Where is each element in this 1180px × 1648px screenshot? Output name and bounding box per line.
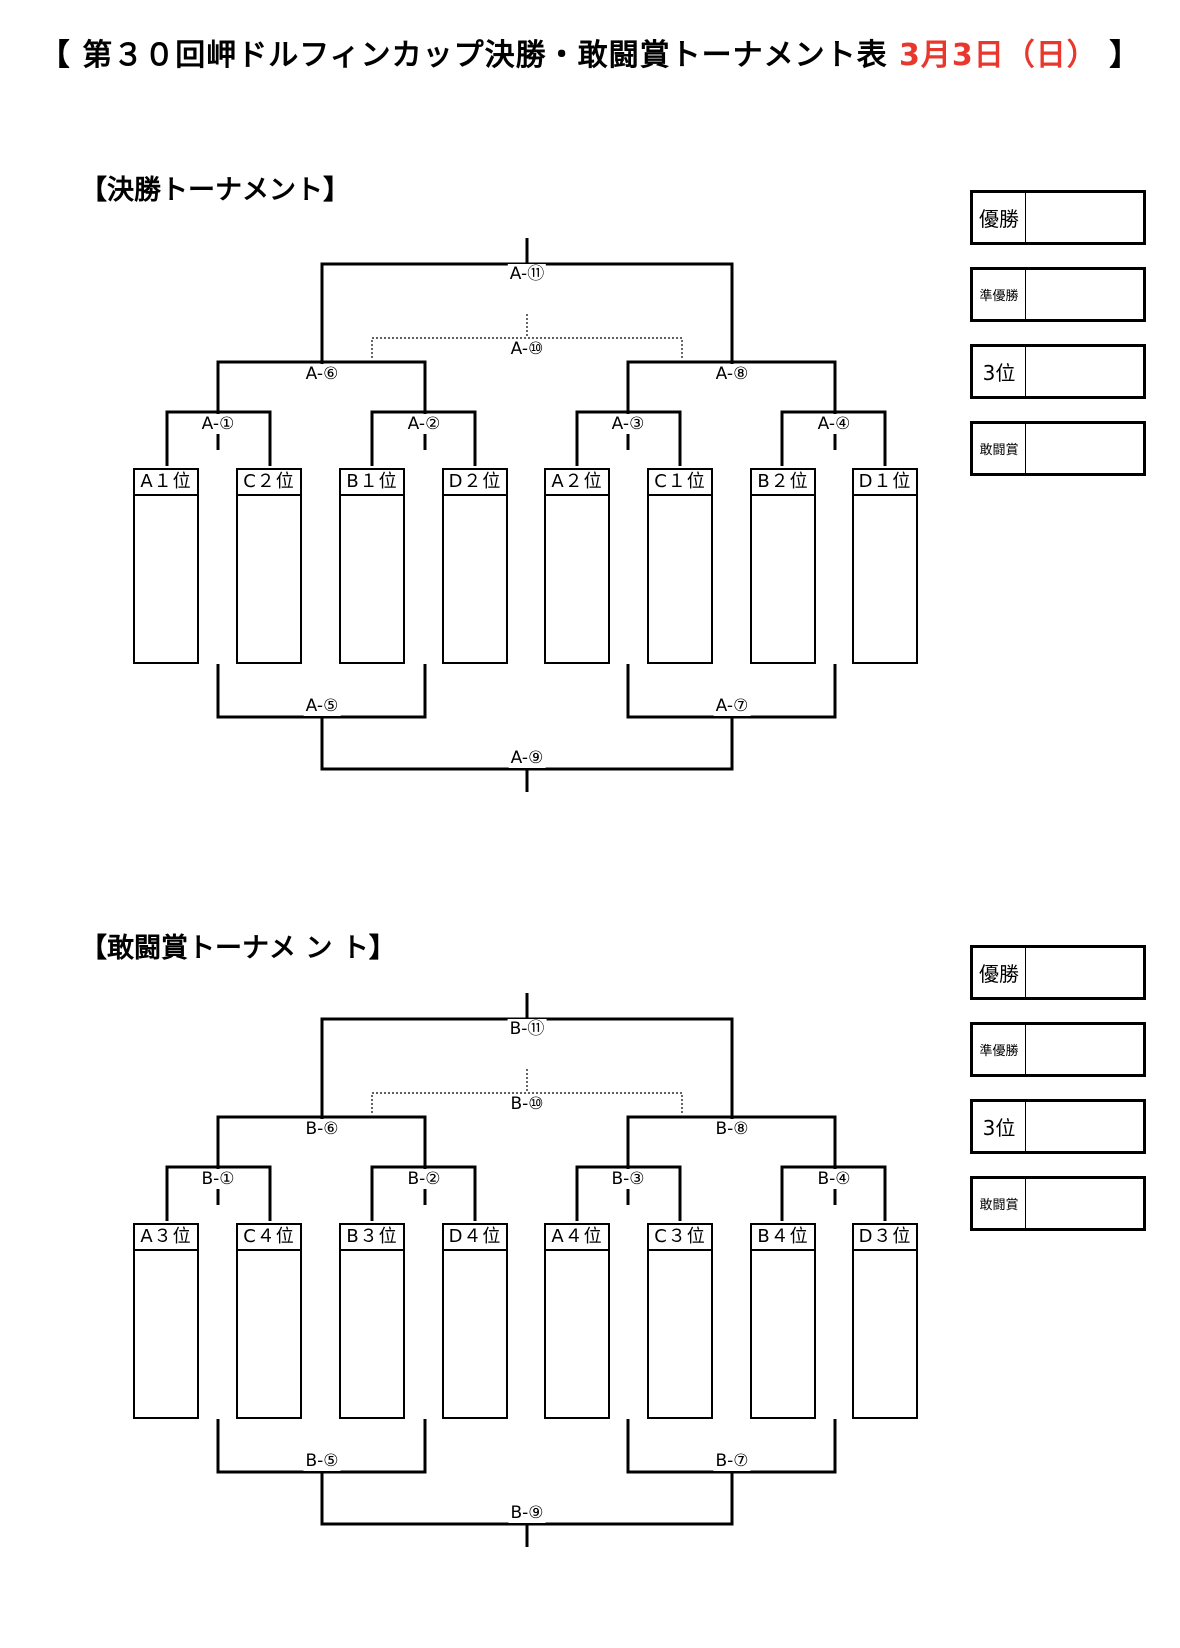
team-box: D２位 [442,468,508,664]
team-seed-label: B３位 [341,1225,403,1251]
team-seed-label: A４位 [546,1225,608,1251]
team-seed-label: D４位 [444,1225,506,1251]
result-label: 敢闘賞 [973,1179,1026,1228]
team-seed-label: C１位 [649,470,711,496]
fighting-bracket: B-⑪ B-⑩ B-⑥ B-⑧ B-① B-② B-③ B-④ B-⑤ B-⑦ … [0,987,960,1547]
page-title: 【 第３０回岬ドルフィンカップ決勝・敢闘賞トーナメント表 3月3日（日） 】 [0,30,1180,74]
title-main: 【 第３０回岬ドルフィンカップ決勝・敢闘賞トーナメント表 [39,38,900,73]
match-label-m8: A-⑧ [713,364,751,384]
team-box: D１位 [852,468,918,664]
fighting-result-champion[interactable]: 優勝 [970,945,1146,1000]
result-label: 準優勝 [973,1025,1026,1074]
match-label-m3: A-③ [609,414,647,434]
team-box: C３位 [647,1223,713,1419]
match-label-m2: A-② [405,414,443,434]
team-box: A４位 [544,1223,610,1419]
match-label-m6: B-⑥ [303,1119,341,1139]
match-label-m4: A-④ [815,414,853,434]
match-label-m8: B-⑧ [713,1119,751,1139]
team-box: C４位 [236,1223,302,1419]
team-box: A２位 [544,468,610,664]
team-seed-label: C３位 [649,1225,711,1251]
team-seed-label: C２位 [238,470,300,496]
team-seed-label: A３位 [135,1225,197,1251]
match-label-m2: B-② [405,1169,443,1189]
final-section-title: 【決勝トーナメント】 [80,175,350,206]
team-box: A３位 [133,1223,199,1419]
final-result-champion[interactable]: 優勝 [970,190,1146,245]
result-label: 敢闘賞 [973,424,1026,473]
team-box: B４位 [750,1223,816,1419]
fighting-result-third[interactable]: 3位 [970,1099,1146,1154]
title-end: 】 [1097,38,1141,73]
team-box: B３位 [339,1223,405,1419]
fighting-bracket-lines [165,993,887,1547]
team-box: A１位 [133,468,199,664]
match-label-m11: B-⑪ [507,1019,547,1039]
result-label: 準優勝 [973,270,1026,319]
fighting-result-runner-up[interactable]: 準優勝 [970,1022,1146,1077]
match-label-m4: B-④ [815,1169,853,1189]
team-seed-label: D３位 [854,1225,916,1251]
team-seed-label: A１位 [135,470,197,496]
team-box: D３位 [852,1223,918,1419]
final-result-fighting-spirit[interactable]: 敢闘賞 [970,421,1146,476]
final-bracket: A-⑪ A-⑩ A-⑥ A-⑧ A-① A-② A-③ A-④ A-⑤ A-⑦ … [0,232,960,792]
match-label-m7: B-⑦ [713,1451,751,1471]
result-label: 3位 [973,347,1026,396]
final-result-third[interactable]: 3位 [970,344,1146,399]
team-seed-label: A２位 [546,470,608,496]
team-seed-label: D１位 [854,470,916,496]
title-date: 3月3日（日） [899,38,1098,73]
fighting-result-fighting-spirit[interactable]: 敢闘賞 [970,1176,1146,1231]
team-seed-label: D２位 [444,470,506,496]
match-label-m7: A-⑦ [713,696,751,716]
result-label: 3位 [973,1102,1026,1151]
match-label-m5: B-⑤ [303,1451,341,1471]
match-label-m1: A-① [199,414,237,434]
fighting-section-title: 【敢闘賞トーナメ ン ト】 [80,933,396,964]
team-box: B１位 [339,468,405,664]
team-seed-label: B１位 [341,470,403,496]
team-box: C１位 [647,468,713,664]
match-label-m6: A-⑥ [303,364,341,384]
match-label-m9: A-⑨ [508,748,546,768]
match-label-m11: A-⑪ [507,264,547,284]
team-seed-label: C４位 [238,1225,300,1251]
team-seed-label: B４位 [752,1225,814,1251]
match-label-m9: B-⑨ [508,1503,546,1523]
team-box: B２位 [750,468,816,664]
final-result-runner-up[interactable]: 準優勝 [970,267,1146,322]
match-label-m10: B-⑩ [508,1094,546,1114]
match-label-m1: B-① [199,1169,237,1189]
match-label-m5: A-⑤ [303,696,341,716]
match-label-m3: B-③ [609,1169,647,1189]
team-box: D４位 [442,1223,508,1419]
result-label: 優勝 [973,193,1026,242]
team-seed-label: B２位 [752,470,814,496]
result-label: 優勝 [973,948,1026,997]
match-label-m10: A-⑩ [508,339,546,359]
team-box: C２位 [236,468,302,664]
final-bracket-lines [165,238,887,792]
